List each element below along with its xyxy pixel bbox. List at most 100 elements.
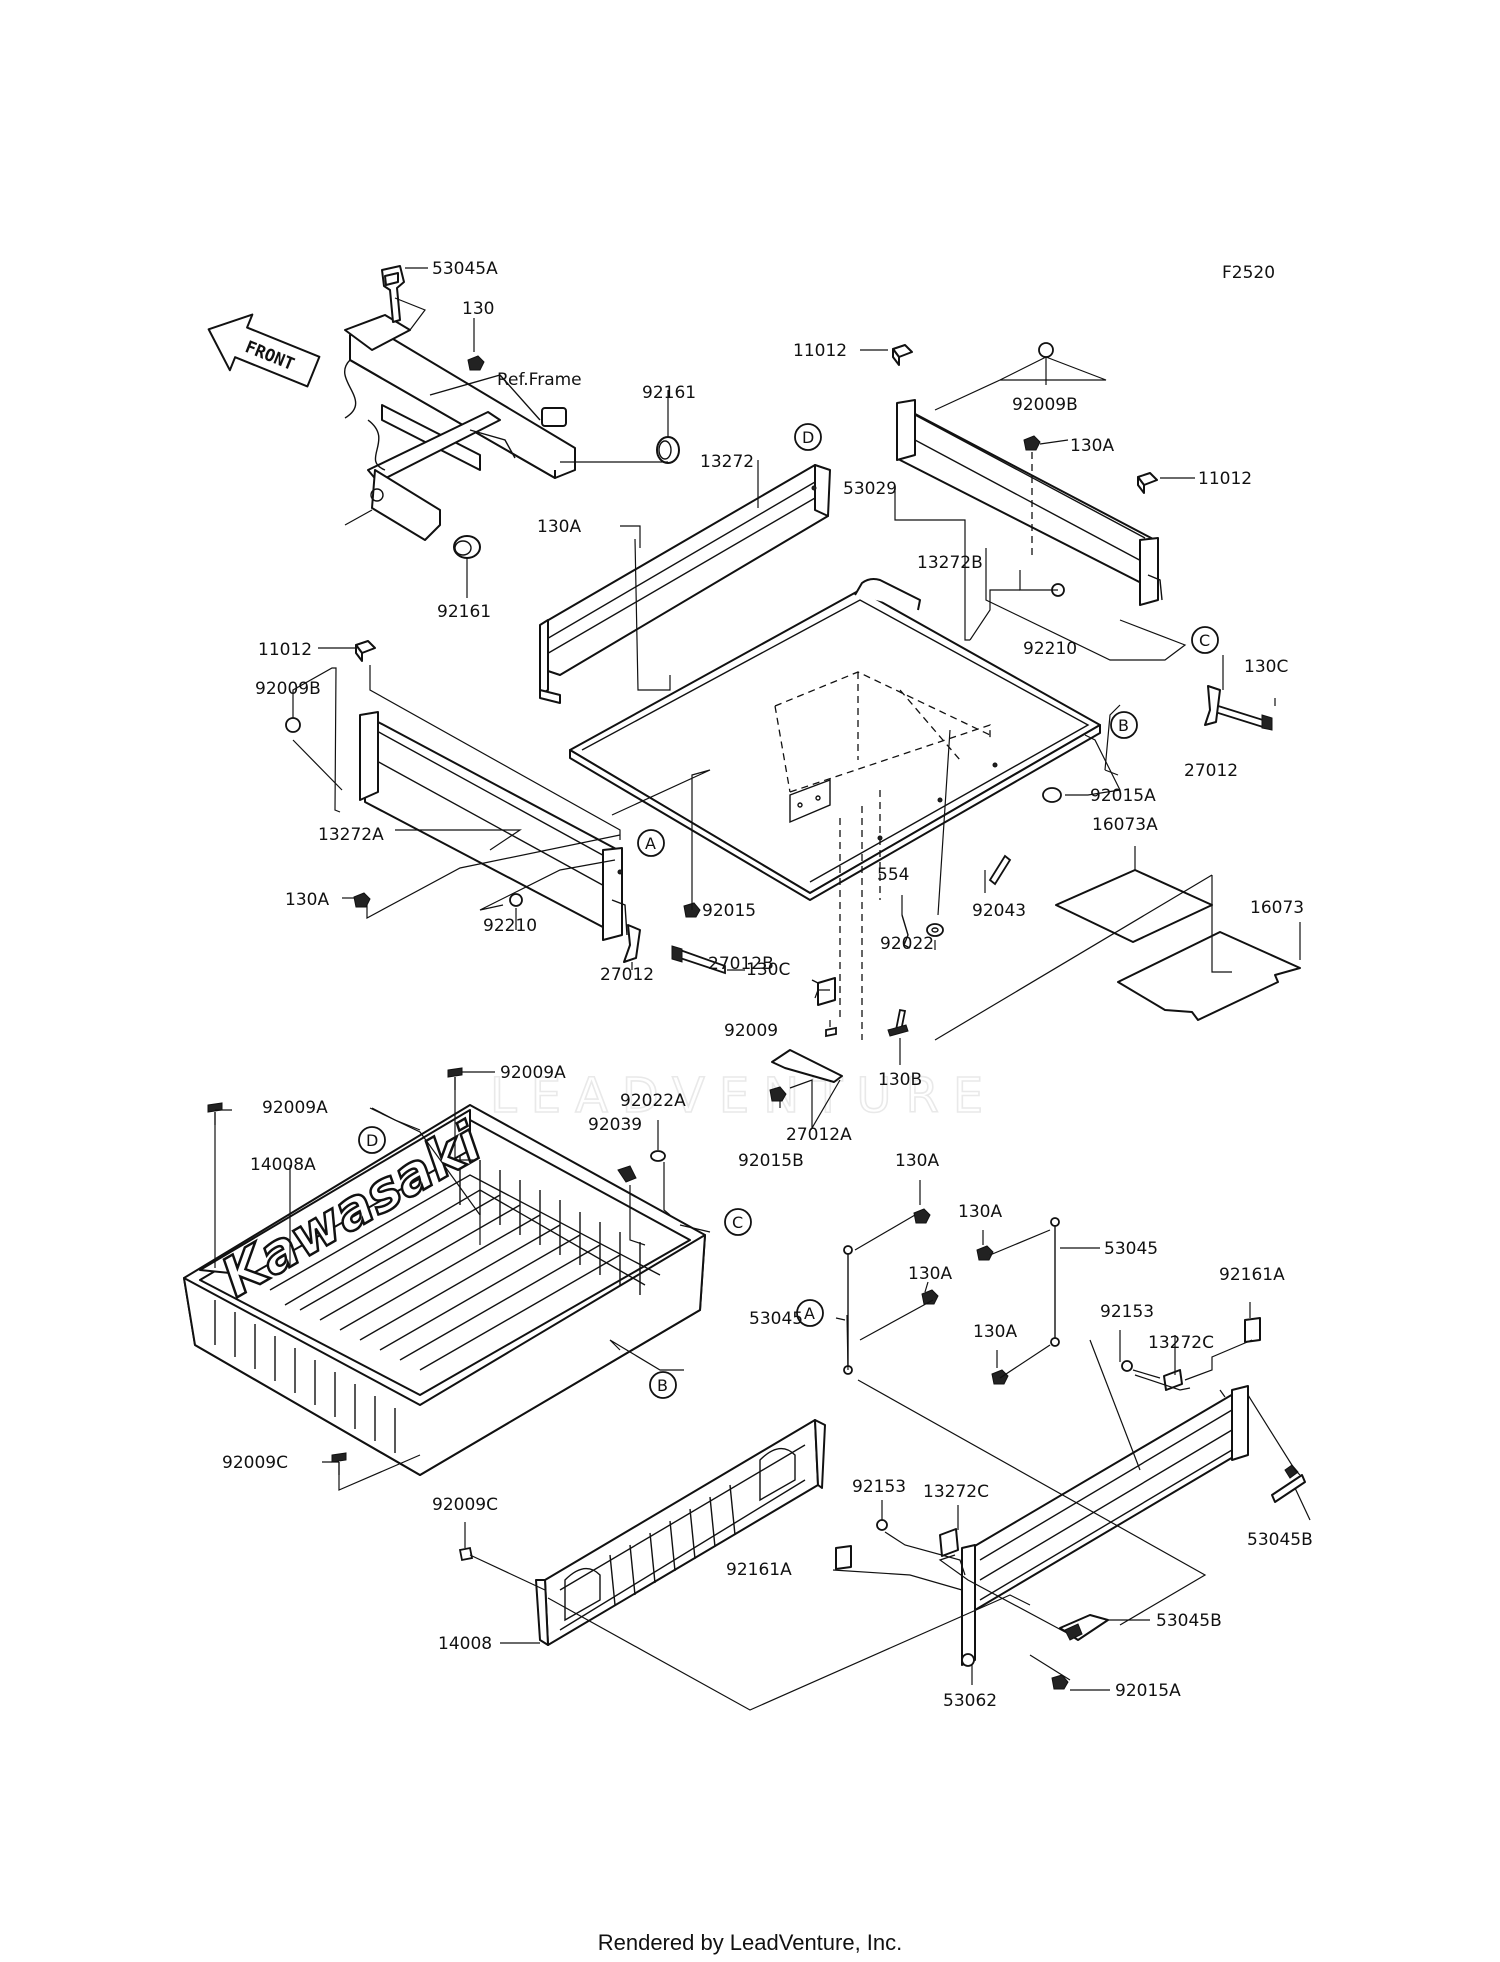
- bolt-92153-right: [1121, 1360, 1133, 1372]
- bolt-130c-right: [1214, 703, 1273, 731]
- side-panel-13272a: [359, 711, 628, 941]
- cap-92161a-left: [835, 1545, 852, 1570]
- svg-text:D: D: [802, 428, 814, 447]
- cap-92161-upper: [656, 436, 680, 464]
- callout-d-top: D: [794, 423, 822, 451]
- bolt-130a-lower-3: [921, 1289, 939, 1305]
- washer-92022: [926, 923, 944, 937]
- bed-ribs: [214, 1150, 641, 1453]
- part-label: 27012A: [786, 1125, 852, 1145]
- part-label: 92161A: [726, 1560, 792, 1580]
- part-label: 53062: [943, 1691, 997, 1711]
- figure-code: F2520: [1222, 263, 1275, 283]
- part-label: 92022: [880, 934, 934, 954]
- cap-92161a-right: [1244, 1317, 1261, 1343]
- part-label: 92009C: [432, 1495, 498, 1515]
- part-label: 27012: [600, 965, 654, 985]
- part-label: 92022A: [620, 1091, 686, 1111]
- bolt-92009: [825, 1026, 837, 1038]
- footer-credit: Rendered by LeadVenture, Inc.: [597, 1930, 903, 1955]
- part-label: 27012B: [708, 954, 774, 974]
- bolt-130a-lower-1: [913, 1208, 931, 1224]
- part-label: 130A: [1070, 436, 1114, 456]
- part-label: 92043: [972, 901, 1026, 921]
- bolt-92009a-left: [207, 1102, 223, 1125]
- svg-text:A: A: [804, 1304, 815, 1323]
- part-label: 92161: [642, 383, 696, 403]
- part-label: 13272A: [318, 825, 384, 845]
- nut-92015a-lower: [1051, 1674, 1069, 1690]
- part-label: 53045A: [432, 259, 498, 279]
- clip-53045a: [381, 265, 405, 323]
- bolt-92009b-top: [1038, 342, 1054, 358]
- callout-c-top: C: [1191, 626, 1219, 654]
- part-label: 130C: [1244, 657, 1288, 677]
- part-label: 11012: [1198, 469, 1252, 489]
- part-label: 16073: [1250, 898, 1304, 918]
- washer-92022a: [650, 1150, 666, 1162]
- part-label: 92153: [852, 1477, 906, 1497]
- part-label: 92153: [1100, 1302, 1154, 1322]
- bolt-130b: [887, 1008, 909, 1037]
- bolt-130: [467, 355, 485, 371]
- part-label: 92015: [702, 901, 756, 921]
- frame-reference-drawing: [344, 314, 576, 541]
- mat-16073: [1117, 931, 1301, 1021]
- svg-text:B: B: [657, 1376, 668, 1395]
- cap-11012-left: [355, 640, 376, 662]
- side-panel-13272b: [896, 399, 1163, 606]
- part-label: 53045: [749, 1309, 803, 1329]
- part-label: 13272C: [1148, 1333, 1214, 1353]
- callout-c-bottom: C: [724, 1208, 752, 1236]
- part-labels: 53045A 130 92161 92161 11012 92009B 130A…: [222, 259, 1313, 1711]
- part-label: 130A: [537, 517, 581, 537]
- part-label: 92009: [724, 1021, 778, 1041]
- callout-a-bottom: A: [796, 1299, 824, 1327]
- part-label: 92009B: [1012, 395, 1078, 415]
- bracket-27012a: [771, 1049, 843, 1083]
- part-label: 92210: [483, 916, 537, 936]
- leader-lines: [214, 267, 1311, 1711]
- plate-13272c-right: [1163, 1369, 1183, 1391]
- part-label: 92161: [437, 602, 491, 622]
- cargo-bed-14008a: Kawasaki: [183, 1104, 706, 1476]
- part-label: 11012: [793, 341, 847, 361]
- front-arrow-icon: FRONT: [207, 313, 321, 388]
- bolt-92009c-upper: [331, 1452, 347, 1475]
- part-label: 16073A: [1092, 815, 1158, 835]
- callout-d-bottom: D: [358, 1126, 386, 1154]
- part-label: 92009B: [255, 679, 321, 699]
- part-label: 14008: [438, 1634, 492, 1654]
- part-label: 130A: [908, 1264, 952, 1284]
- part-label: 92161A: [1219, 1265, 1285, 1285]
- part-label: 130C: [746, 960, 790, 980]
- svg-text:D: D: [366, 1131, 378, 1150]
- cap-11012-top: [892, 344, 913, 366]
- pin-92043: [988, 854, 1012, 886]
- bracket-27012b: [811, 977, 836, 1006]
- part-label: 53029: [843, 479, 897, 499]
- svg-text:C: C: [732, 1213, 743, 1232]
- part-label: 53045B: [1156, 1611, 1222, 1631]
- ref-frame-label: Ref.Frame: [497, 370, 582, 390]
- plate-13272c-left: [939, 1528, 959, 1557]
- bracket-27012-left: [623, 924, 641, 963]
- cable-53045-right: [1050, 1217, 1060, 1347]
- callout-a-top: A: [637, 829, 665, 857]
- bolt-92009b-left: [285, 717, 301, 733]
- bolt-92009c-lower: [458, 1546, 474, 1562]
- part-label: 27012: [1184, 761, 1238, 781]
- side-panel-13272: [539, 464, 831, 704]
- bracket-27012-right: [1204, 685, 1221, 726]
- part-label: 92015A: [1090, 786, 1156, 806]
- pin-554: [901, 914, 911, 949]
- latch-53045b-right: [1271, 1464, 1306, 1503]
- part-label: 92009A: [262, 1098, 328, 1118]
- part-label: 130A: [285, 890, 329, 910]
- bolt-130a-top-right: [1023, 435, 1041, 560]
- watermark: LEADVENTURE: [490, 1068, 997, 1124]
- cap-92161-lower: [453, 535, 481, 559]
- part-label: 92009C: [222, 1453, 288, 1473]
- part-label: 92039: [588, 1115, 642, 1135]
